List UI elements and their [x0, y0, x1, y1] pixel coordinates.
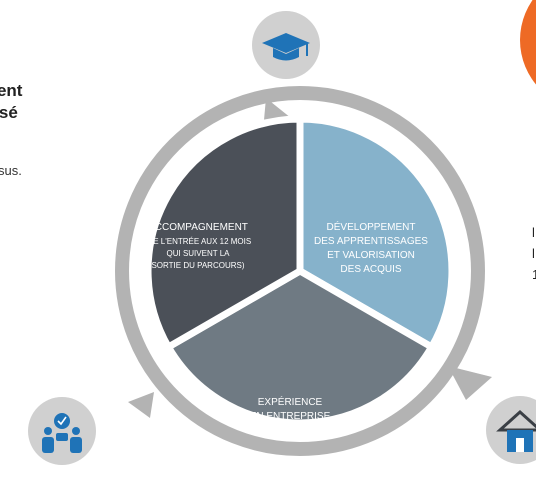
- segment-accompaniment-title: ACCOMPAGNEMENT: [148, 222, 248, 233]
- ring-arrow-left: [128, 392, 154, 418]
- segment-development-line-1: DÉVELOPPEMENT: [327, 220, 416, 233]
- side-text-line-1: l: [532, 225, 535, 240]
- segment-experience-line-1: EXPÉRIENCE: [258, 395, 323, 408]
- side-text-line-3: 1: [532, 267, 536, 282]
- segment-development-line-4: DES ACQUIS: [340, 264, 401, 275]
- segment-development-line-2: DES APPRENTISSAGES: [314, 236, 428, 247]
- segment-accompaniment-sub-1: (DE L'ENTRÉE AUX 12 MOIS: [145, 237, 251, 246]
- side-text-line-2: l: [532, 246, 535, 261]
- intro-text-fragment: sus.: [0, 163, 22, 178]
- segment-accompaniment-sub-2: QUI SUIVENT LA: [167, 249, 231, 258]
- side-text: l l 1: [532, 222, 536, 285]
- ring-arrow-right: [448, 366, 492, 400]
- section-heading: nement alisé: [0, 80, 80, 124]
- segment-accompaniment-sub-3: SORTIE DU PARCOURS): [151, 261, 244, 270]
- graduation-cap-icon: [252, 11, 320, 79]
- orange-accent-circle: [520, 0, 536, 85]
- segment-accompaniment: [144, 115, 304, 351]
- segment-development-line-3: ET VALORISATION: [327, 250, 415, 261]
- intro-text: sus.: [0, 163, 40, 178]
- cycle-ring: [115, 86, 485, 456]
- segment-experience-line-2: EN ENTREPRISE: [250, 411, 331, 422]
- mentor-group-icon: [28, 397, 96, 465]
- heading-line-2: alisé: [0, 103, 18, 122]
- segment-experience: [164, 267, 436, 427]
- heading-line-1: nement: [0, 81, 23, 100]
- home-icon: [486, 396, 536, 464]
